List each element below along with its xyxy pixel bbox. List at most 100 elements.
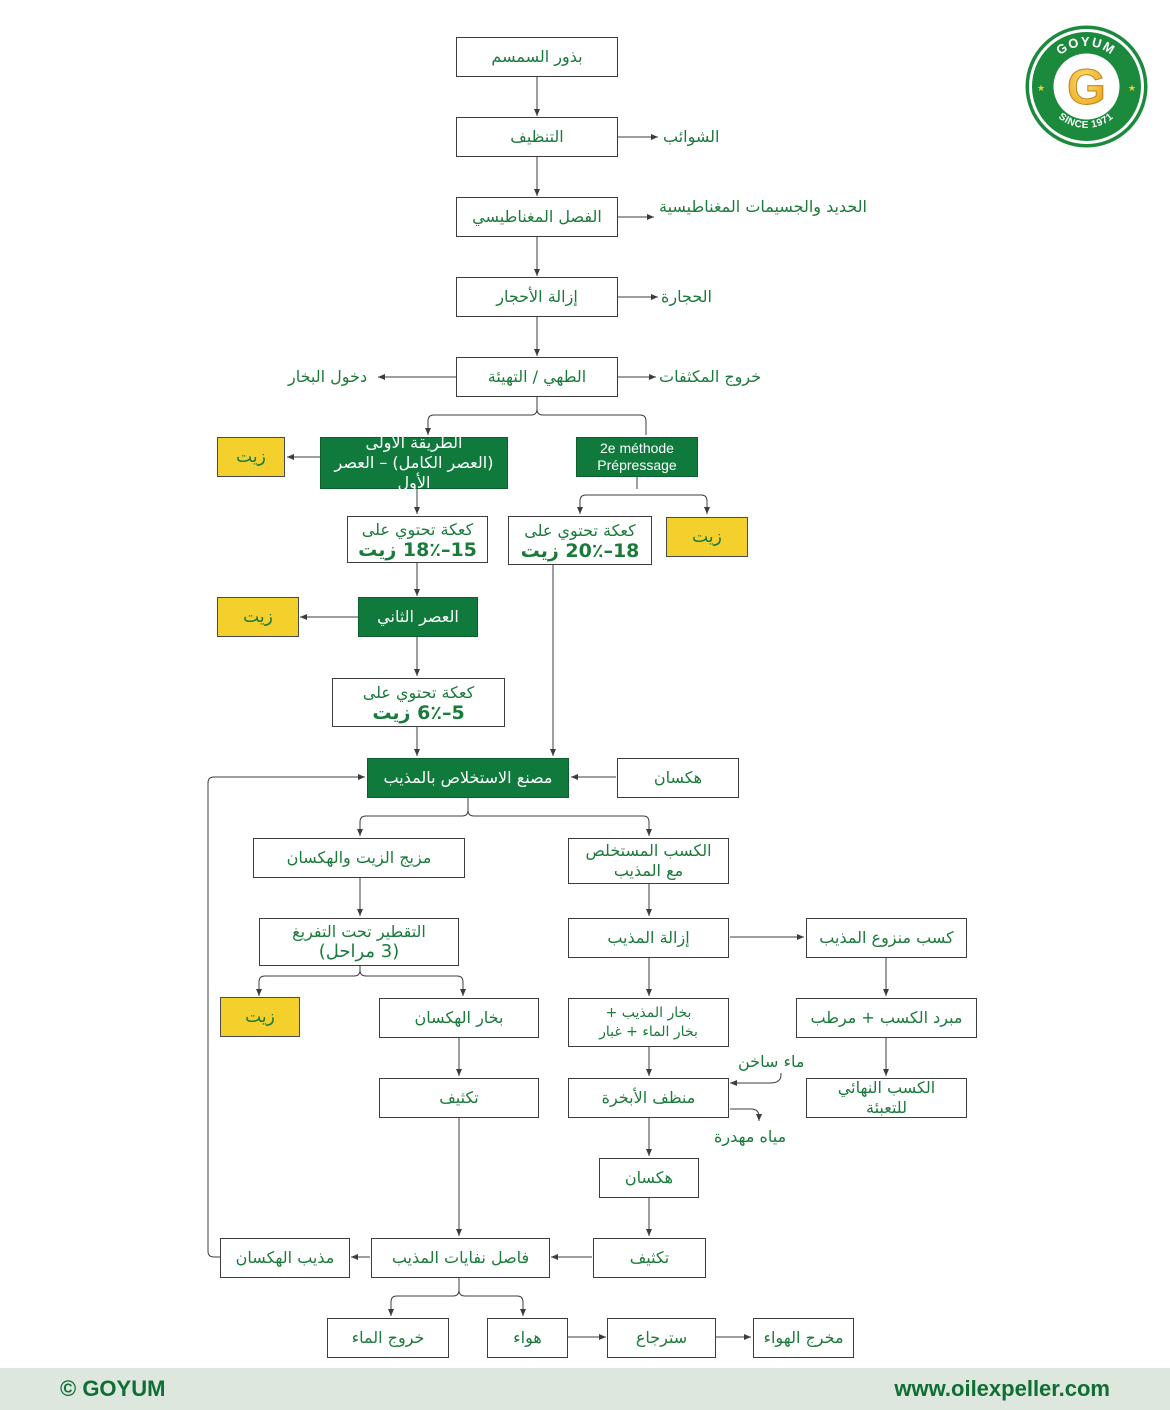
- label-iron-particles: الحديد والجسيمات المغناطيسية: [659, 197, 867, 216]
- box-desolventized-meal: كسب منزوع المذيب: [806, 918, 967, 958]
- box-text-line2: 18–20٪ زيت: [520, 539, 640, 562]
- arrow-method2-oil: [637, 494, 710, 514]
- logo-star-left: ★: [1037, 84, 1045, 94]
- box-text: زيت: [236, 447, 266, 467]
- box-meal-cooler-conditioner: مبرد الكسب + مرطب: [796, 998, 977, 1038]
- box-text: فاصل نفايات المذيب: [391, 1248, 530, 1267]
- box-solvent-extraction-plant: مصنع الاستخلاص بالمذيب: [367, 758, 569, 798]
- box-oil-3: زيت: [217, 597, 299, 637]
- box-oil-hexane-mix: مزيج الزيت والهكسان: [253, 838, 465, 878]
- box-solvent-water-vapour: بخار المذيب + بخار الماء + غبار: [568, 998, 729, 1047]
- box-condensation-1: تكثيف: [379, 1078, 539, 1118]
- box-hexane-recovered: هكسان: [599, 1158, 699, 1198]
- box-text-line1: الكسب المستخلص: [585, 841, 712, 860]
- box-text: هكسان: [624, 1168, 674, 1187]
- label-steam-in: دخول البخار: [288, 367, 368, 386]
- box-oil-4: زيت: [220, 997, 300, 1037]
- label-hot-water: ماء ساخن: [738, 1052, 805, 1071]
- box-text-line2: (3 مراحل): [318, 941, 400, 962]
- logo-letter: G: [1067, 59, 1106, 115]
- arrow-waste-water: [730, 1108, 762, 1121]
- box-destoning: إزالة الأحجار: [456, 277, 618, 317]
- box-text: هكسان: [653, 768, 703, 787]
- footer-bar: © GOYUM www.oilexpeller.com: [0, 1368, 1170, 1410]
- arrow-solvent-recycle: [207, 774, 365, 1258]
- box-text-line2: بخار الماء + غبار: [599, 1023, 698, 1040]
- box-text: زيت: [245, 1007, 275, 1027]
- box-text-line1: كعكة تحتوي على: [524, 520, 636, 540]
- arrow-extraction-meal: [467, 809, 652, 836]
- box-text: سترجاع: [635, 1328, 688, 1347]
- logo-brand-text: GOYUM: [1053, 34, 1117, 58]
- box-text: زيت: [243, 607, 273, 627]
- box-second-press: العصر الثاني: [358, 597, 478, 637]
- box-text: الفصل المغناطيسي: [472, 207, 602, 226]
- box-method-2-prepress: 2e méthode Prépressage: [576, 437, 698, 477]
- svg-text:GOYUM: GOYUM: [1053, 34, 1118, 58]
- arrow-extraction-split: [357, 798, 469, 836]
- box-text-line1: 2e méthode: [600, 440, 674, 456]
- box-text-line2: 15–18٪ زيت: [358, 538, 477, 561]
- box-text: مبرد الكسب + مرطب: [810, 1008, 963, 1027]
- box-hexane-solvent: مذيب الهكسان: [220, 1238, 350, 1278]
- box-text: بخار الهكسان: [414, 1008, 504, 1027]
- box-recovery: سترجاع: [607, 1318, 716, 1358]
- arrow-split-method1: [425, 397, 538, 435]
- box-text: مصنع الاستخلاص بالمذيب: [383, 768, 553, 787]
- box-text-line1: كعكة تحتوي على: [361, 519, 474, 539]
- box-extracted-meal: الكسب المستخلص مع المذيب: [568, 838, 729, 884]
- box-text: هواء: [513, 1328, 542, 1347]
- box-text-line2: مع المذيب: [613, 861, 684, 880]
- box-magnetic-separation: الفصل المغناطيسي: [456, 197, 618, 237]
- box-solvent-waste-separator: فاصل نفايات المذيب: [371, 1238, 550, 1278]
- box-text-line1: التقطير تحت التفريغ: [292, 922, 426, 941]
- box-text: تكثيف: [439, 1088, 479, 1107]
- arrow-separator-air: [458, 1289, 526, 1316]
- box-text: مخرج الهواء: [763, 1328, 844, 1347]
- box-oil-2: زيت: [666, 517, 748, 557]
- box-text-line1: كعكة تحتوي على: [362, 682, 475, 702]
- arrow-vacuum-vapour: [359, 969, 466, 996]
- arrow-method2-cake: [577, 494, 637, 514]
- box-hexane-input: هكسان: [617, 758, 739, 798]
- arrow-split-method2: [536, 408, 647, 435]
- box-text: التنظيف: [510, 127, 564, 146]
- box-hexane-vapour: بخار الهكسان: [379, 998, 539, 1038]
- box-text-line2: 5–6٪ زيت: [372, 701, 465, 724]
- label-stones: الحجارة: [661, 287, 712, 306]
- footer-website-link[interactable]: www.oilexpeller.com: [894, 1376, 1110, 1401]
- box-air: هواء: [487, 1318, 568, 1358]
- box-text: منظف الأبخرة: [601, 1088, 696, 1107]
- arrow-vacuum-split: [256, 966, 361, 996]
- box-text: كسب منزوع المذيب: [819, 928, 954, 947]
- box-vapour-scrubber: منظف الأبخرة: [568, 1078, 729, 1118]
- box-text: إزالة المذيب: [607, 928, 690, 947]
- box-text-line1: بخار المذيب +: [605, 1004, 692, 1021]
- box-cake-5-6: كعكة تحتوي على 5–6٪ زيت: [332, 678, 505, 727]
- box-cake-18-20: كعكة تحتوي على 18–20٪ زيت: [508, 516, 652, 565]
- arrow-separator-split: [388, 1277, 460, 1316]
- box-desolventizer: إزالة المذيب: [568, 918, 729, 958]
- box-text-line2: Prépressage: [597, 457, 677, 473]
- label-waste-water: مياه مهدرة: [714, 1127, 787, 1146]
- goyum-logo-icon: GOYUM SINCE 1971 G ★ ★: [1025, 25, 1148, 148]
- label-condensate-out: خروج المكثفات: [659, 367, 762, 386]
- box-text: الطهي / التهيئة: [487, 367, 587, 386]
- box-text: العصر الثاني: [377, 607, 459, 626]
- box-cleaning: التنظيف: [456, 117, 618, 157]
- box-text-line2: للتعبئة: [866, 1098, 907, 1117]
- box-sesame-seeds: بذور السمسم: [456, 37, 618, 77]
- box-cooking-conditioning: الطهي / التهيئة: [456, 357, 618, 397]
- box-water-out: خروج الماء: [327, 1318, 449, 1358]
- box-air-outlet: مخرج الهواء: [753, 1318, 854, 1358]
- box-text: بذور السمسم: [491, 47, 583, 66]
- footer-copyright: © GOYUM: [60, 1376, 166, 1401]
- box-vacuum-distillation: التقطير تحت التفريغ (3 مراحل): [259, 918, 459, 966]
- box-text: مزيج الزيت والهكسان: [286, 848, 432, 867]
- box-text: إزالة الأحجار: [496, 287, 578, 306]
- box-text: زيت: [692, 527, 722, 547]
- box-text-line1: الطريقة الأولى: [365, 433, 463, 452]
- box-text-line1: الكسب النهائي: [837, 1078, 936, 1097]
- box-text: خروج الماء: [351, 1328, 425, 1347]
